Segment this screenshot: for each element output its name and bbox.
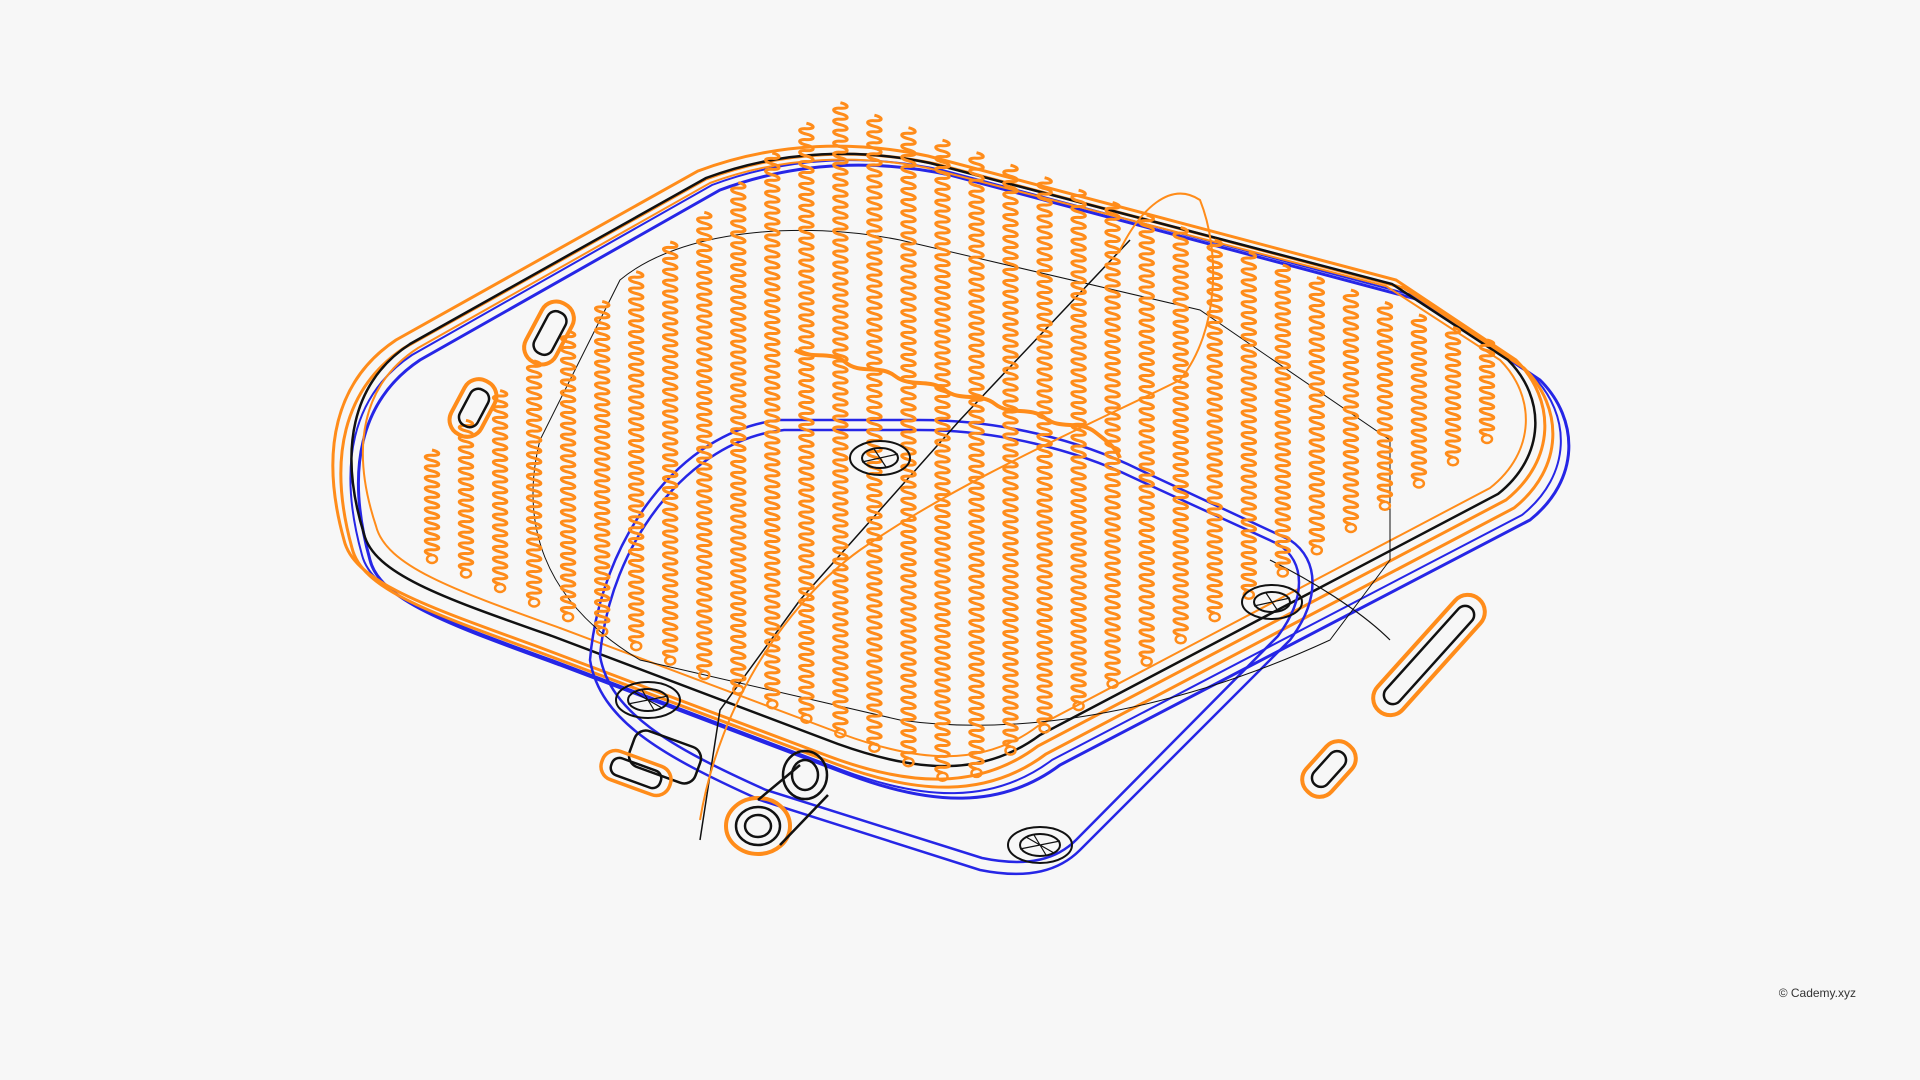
screw-hole-icon — [849, 440, 911, 476]
coil-end-cap — [970, 767, 983, 779]
coil-spring-array — [423, 101, 1496, 782]
coil-end-cap — [1378, 500, 1392, 512]
coil-end-cap — [902, 756, 915, 768]
coil-spring — [1274, 263, 1292, 570]
coil-spring — [1138, 213, 1155, 660]
enclosure-outline — [331, 144, 1571, 800]
enclosure-loop-orange-2 — [331, 144, 1547, 781]
coil-spring — [934, 138, 951, 775]
coil-spring — [525, 359, 543, 600]
coil-end-cap — [629, 640, 643, 652]
coil-spring — [1002, 163, 1019, 749]
coil-end-cap — [527, 597, 541, 608]
enclosure-loop-blue-outer — [356, 163, 1571, 800]
screw-holes — [615, 440, 1303, 864]
coil-end-cap — [493, 582, 507, 594]
enclosure-loop-orange-3 — [361, 158, 1527, 758]
coil-end-cap — [800, 713, 813, 724]
side-button-icon — [1300, 739, 1358, 799]
screw-hole-icon — [1241, 584, 1303, 620]
coil-spring — [559, 329, 577, 615]
inner-recess-blue-2 — [598, 428, 1301, 864]
inner-recess-blue-1 — [588, 418, 1314, 876]
coil-end-cap — [1072, 700, 1085, 712]
side-slot-icon — [1371, 592, 1487, 718]
coil-end-cap — [698, 669, 711, 681]
coil-end-cap — [595, 626, 609, 637]
enclosure-loop-black-1 — [350, 152, 1537, 768]
coil-spring — [1308, 276, 1326, 548]
coil-spring — [1172, 226, 1189, 637]
coil-end-cap — [1174, 634, 1187, 645]
coil-spring — [1206, 238, 1223, 615]
coil-spring — [593, 299, 611, 630]
inner-lid-line — [532, 229, 1391, 726]
side-button-icon — [447, 377, 499, 439]
coil-spring — [1478, 338, 1496, 437]
coil-spring — [832, 101, 849, 731]
coil-spring — [1104, 201, 1121, 682]
copyright-notice: © Cademy.xyz — [1778, 986, 1856, 1000]
coil-end-cap — [1038, 723, 1051, 734]
coil-spring — [1036, 176, 1053, 726]
coil-end-cap — [1480, 433, 1494, 445]
coil-spring — [627, 270, 645, 644]
coil-end-cap — [425, 553, 439, 565]
coil-spring — [1410, 313, 1428, 481]
enclosure-loop-blue-inner — [349, 159, 1562, 795]
coil-spring — [1342, 288, 1360, 526]
coil-spring — [1376, 301, 1394, 504]
coil-end-cap — [868, 742, 881, 753]
coil-spring — [968, 151, 985, 771]
coil-spring — [457, 418, 475, 571]
top-plate — [532, 192, 1391, 876]
side-button-icon — [522, 299, 576, 367]
coil-spring — [798, 121, 815, 717]
coil-end-cap — [1446, 456, 1460, 467]
coil-end-cap — [1412, 478, 1426, 489]
coil-end-cap — [1276, 567, 1290, 578]
coil-spring — [491, 389, 509, 586]
side-edge-line — [1269, 559, 1391, 641]
coil-end-cap — [459, 568, 473, 579]
coil-spring — [730, 181, 747, 688]
coil-end-cap — [834, 727, 847, 739]
left-side-buttons — [447, 299, 576, 439]
coil-spring — [696, 210, 713, 673]
coil-end-cap — [936, 771, 949, 782]
coil-end-cap — [561, 611, 575, 623]
coil-spring — [866, 113, 883, 746]
coil-spring — [1240, 251, 1258, 593]
coil-spring — [764, 151, 781, 702]
coil-end-cap — [1106, 678, 1119, 690]
coil-spring — [1444, 326, 1462, 459]
screw-hole-icon — [615, 681, 681, 719]
coil-end-cap — [1004, 745, 1017, 756]
coil-end-cap — [766, 698, 779, 710]
coil-spring — [1070, 188, 1087, 704]
right-side-controls — [1300, 592, 1487, 799]
coil-spring — [900, 126, 917, 760]
coil-spring — [661, 240, 679, 659]
coil-end-cap — [1140, 656, 1153, 667]
coil-end-cap — [1208, 611, 1221, 623]
coil-end-cap — [1344, 522, 1358, 534]
center-strip-coil — [793, 348, 1122, 459]
round-connector-icon — [724, 749, 829, 856]
coil-end-cap — [1310, 545, 1324, 556]
center-strip — [793, 348, 1122, 459]
coil-end-cap — [663, 655, 677, 666]
coil-end-cap — [732, 684, 745, 695]
usb-c-port-icon — [599, 729, 703, 798]
screw-hole-icon — [1007, 826, 1073, 864]
coil-spring — [423, 448, 441, 557]
